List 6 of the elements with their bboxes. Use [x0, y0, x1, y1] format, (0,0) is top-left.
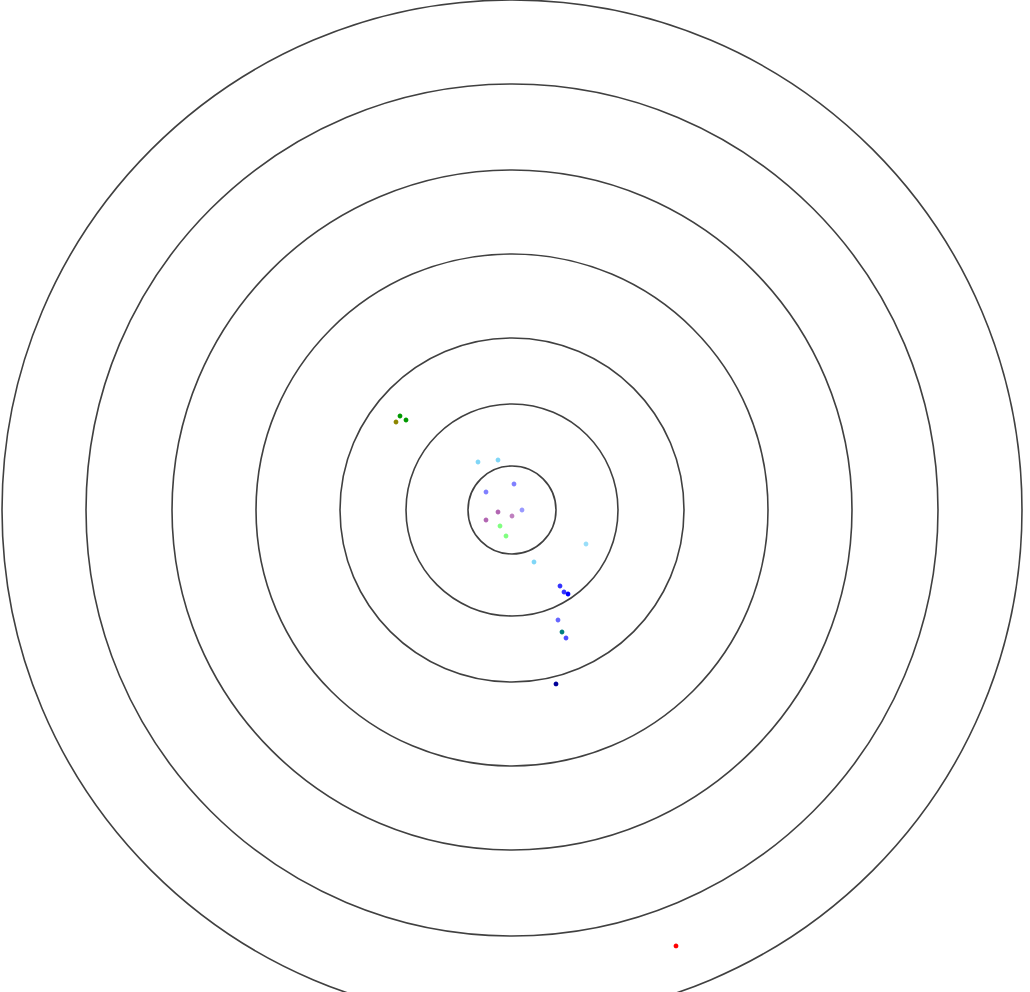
- ring-circle: [171, 169, 853, 851]
- ring-circle: [339, 337, 685, 683]
- ring-circle: [467, 465, 557, 555]
- ring-circle: [255, 253, 769, 767]
- ring-circle: [85, 83, 939, 937]
- ring-circle: [405, 403, 619, 617]
